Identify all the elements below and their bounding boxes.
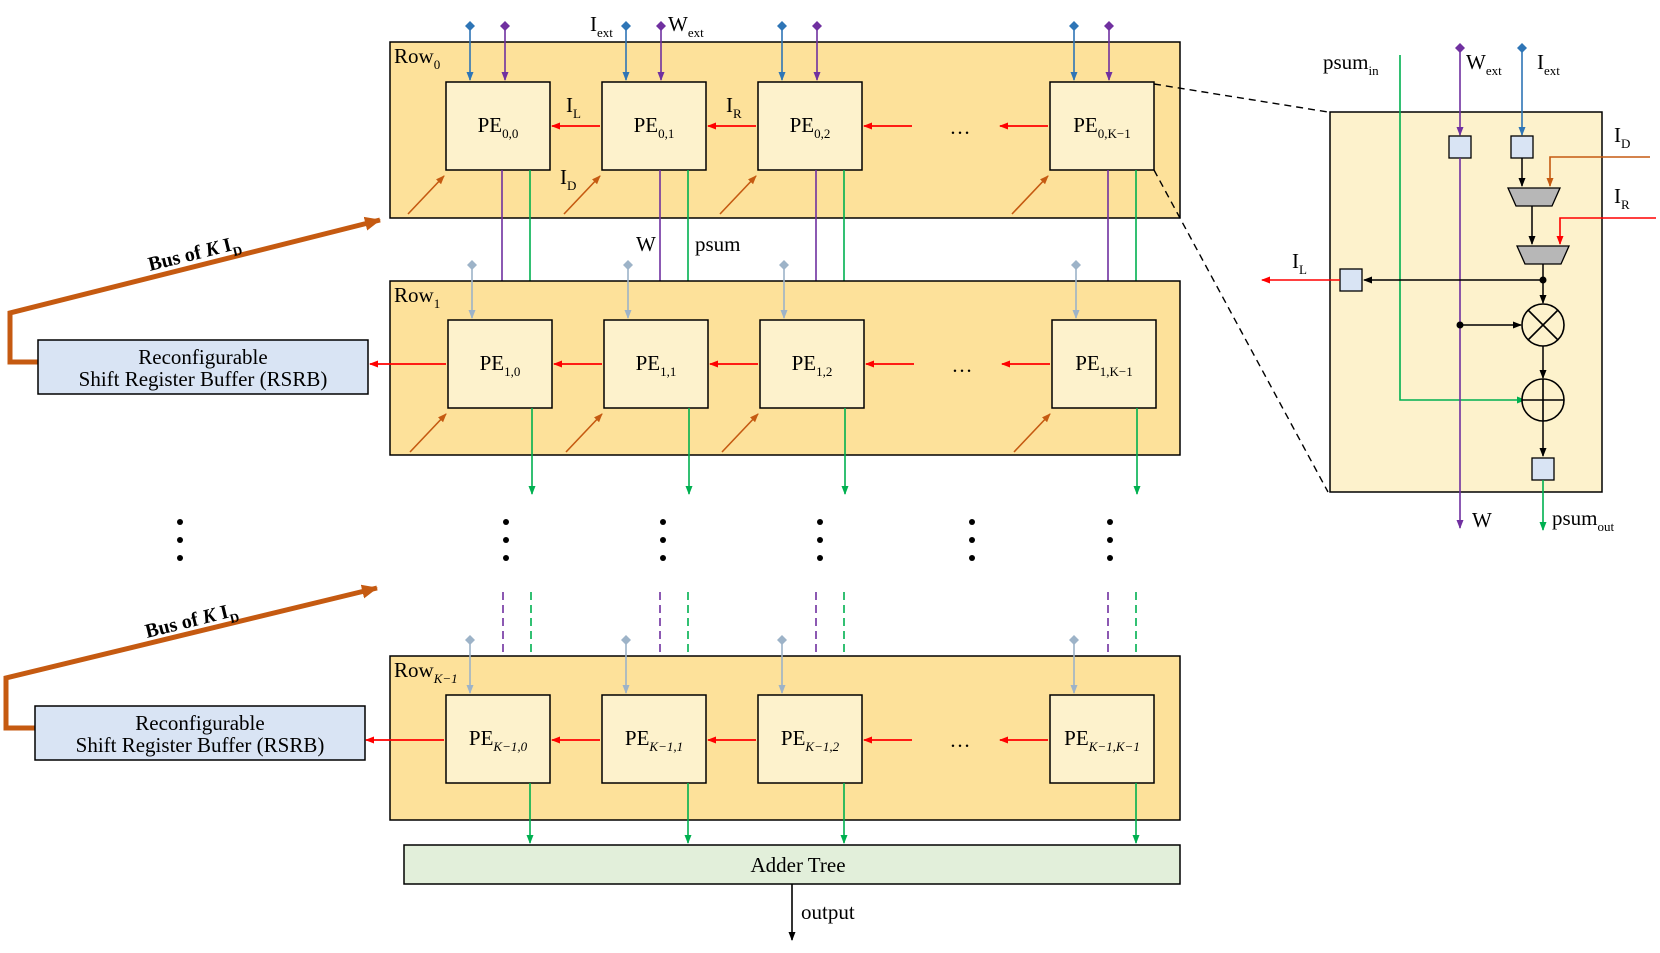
pe-0-2 bbox=[757, 81, 863, 171]
pe-0-0 bbox=[445, 81, 551, 171]
bus-2-arrow bbox=[3, 584, 378, 731]
row-1-label: Row1 bbox=[394, 283, 440, 311]
detail-i-ext-label: Iext bbox=[1537, 50, 1560, 78]
detail-psum-in-label: psumin bbox=[1323, 50, 1379, 78]
bus-1-label: Bus of K ID bbox=[146, 232, 244, 280]
row-0-ellipsis: … bbox=[950, 115, 971, 139]
pe-1-2-label: PE1,2 bbox=[792, 351, 833, 379]
pe-k-k-label: PEK−1,K−1 bbox=[1064, 726, 1140, 754]
detail-w-ext-label: Wext bbox=[1466, 50, 1502, 78]
output-label: output bbox=[801, 900, 855, 924]
pe-1-0 bbox=[447, 319, 553, 409]
detail-psum-in-path bbox=[1399, 55, 1526, 404]
detail-i-d-input bbox=[1546, 156, 1650, 187]
rsrb-1-line1: Reconfigurable bbox=[138, 345, 267, 369]
adder-tree bbox=[403, 844, 1181, 885]
pe-k-0 bbox=[445, 694, 551, 784]
rsrb-1 bbox=[37, 339, 369, 395]
w-label: W bbox=[636, 232, 656, 256]
pe-0-1 bbox=[601, 81, 707, 171]
detail-i-l-label: IL bbox=[1292, 249, 1307, 277]
rsrb-2-line1: Reconfigurable bbox=[135, 711, 264, 735]
row-k-psum-outputs bbox=[526, 783, 1140, 844]
pe-detail-box bbox=[1329, 111, 1603, 493]
zoom-line-bottom bbox=[1153, 169, 1329, 493]
pe-k-k bbox=[1049, 694, 1155, 784]
detail-mux-1 bbox=[1506, 187, 1562, 207]
rsrb-2-line2: Shift Register Buffer (RSRB) bbox=[76, 733, 325, 757]
pe-0-k bbox=[1049, 81, 1155, 171]
row-0-id-arrows bbox=[407, 175, 1049, 215]
i-l-label: IL bbox=[566, 93, 581, 121]
pe-k-2-label: PEK−1,2 bbox=[781, 726, 840, 754]
adder-tree-label: Adder Tree bbox=[750, 853, 845, 877]
detail-i-register bbox=[1510, 135, 1534, 159]
detail-adder bbox=[1521, 378, 1565, 422]
pe-1-k bbox=[1051, 319, 1157, 409]
pe-1-0-label: PE1,0 bbox=[480, 351, 521, 379]
pe-k-2 bbox=[757, 694, 863, 784]
row-k-iext-inputs bbox=[465, 635, 1079, 694]
pe-k-1 bbox=[601, 694, 707, 784]
detail-i-r-input bbox=[1556, 217, 1656, 245]
w-ext-label: Wext bbox=[668, 12, 704, 40]
pe-k-0-label: PEK−1,0 bbox=[469, 726, 528, 754]
i-d-label: ID bbox=[560, 165, 576, 193]
row-0-top-inputs bbox=[465, 21, 1114, 81]
detail-w-register bbox=[1448, 135, 1472, 159]
pe-k-1-label: PEK−1,1 bbox=[625, 726, 683, 754]
detail-psum-out-label: psumout bbox=[1552, 506, 1615, 534]
bus-2-label: Bus of K ID bbox=[143, 599, 241, 647]
detail-il-register bbox=[1339, 268, 1363, 292]
rsrb-1-line2: Shift Register Buffer (RSRB) bbox=[79, 367, 328, 391]
pe-0-2-label: PE0,2 bbox=[790, 113, 831, 141]
detail-i-r-label: IR bbox=[1614, 184, 1630, 212]
row-1-ellipsis: … bbox=[952, 353, 973, 377]
pe-1-2 bbox=[759, 319, 865, 409]
pe-1-1-label: PE1,1 bbox=[636, 351, 677, 379]
row-1-psum-outputs bbox=[528, 408, 1141, 495]
detail-mux-2 bbox=[1515, 245, 1571, 265]
rsrb-2 bbox=[34, 705, 366, 761]
psum-label: psum bbox=[695, 232, 741, 256]
row-k-label: RowK−1 bbox=[394, 658, 458, 686]
pe-0-1-label: PE0,1 bbox=[634, 113, 675, 141]
i-r-label: IR bbox=[726, 93, 742, 121]
zoom-line-top bbox=[1153, 83, 1329, 113]
row-1-iext-inputs bbox=[467, 260, 1081, 319]
detail-w-out-label: W bbox=[1472, 508, 1492, 532]
detail-multiplier bbox=[1521, 303, 1565, 347]
row-1-id-arrows bbox=[409, 413, 1051, 453]
detail-psum-register bbox=[1531, 457, 1555, 481]
pe-0-0-label: PE0,0 bbox=[478, 113, 519, 141]
vertical-ellipsis bbox=[177, 519, 1113, 561]
i-ext-label: Iext bbox=[590, 12, 613, 40]
row-0-label: Row0 bbox=[394, 44, 440, 72]
pe-1-1 bbox=[603, 319, 709, 409]
pe-1-k-label: PE1,K−1 bbox=[1075, 351, 1133, 379]
detail-i-d-label: ID bbox=[1614, 123, 1630, 151]
row-k-ellipsis: … bbox=[950, 728, 971, 752]
bus-1-arrow bbox=[7, 216, 381, 365]
pe-0-k-label: PE0,K−1 bbox=[1073, 113, 1131, 141]
